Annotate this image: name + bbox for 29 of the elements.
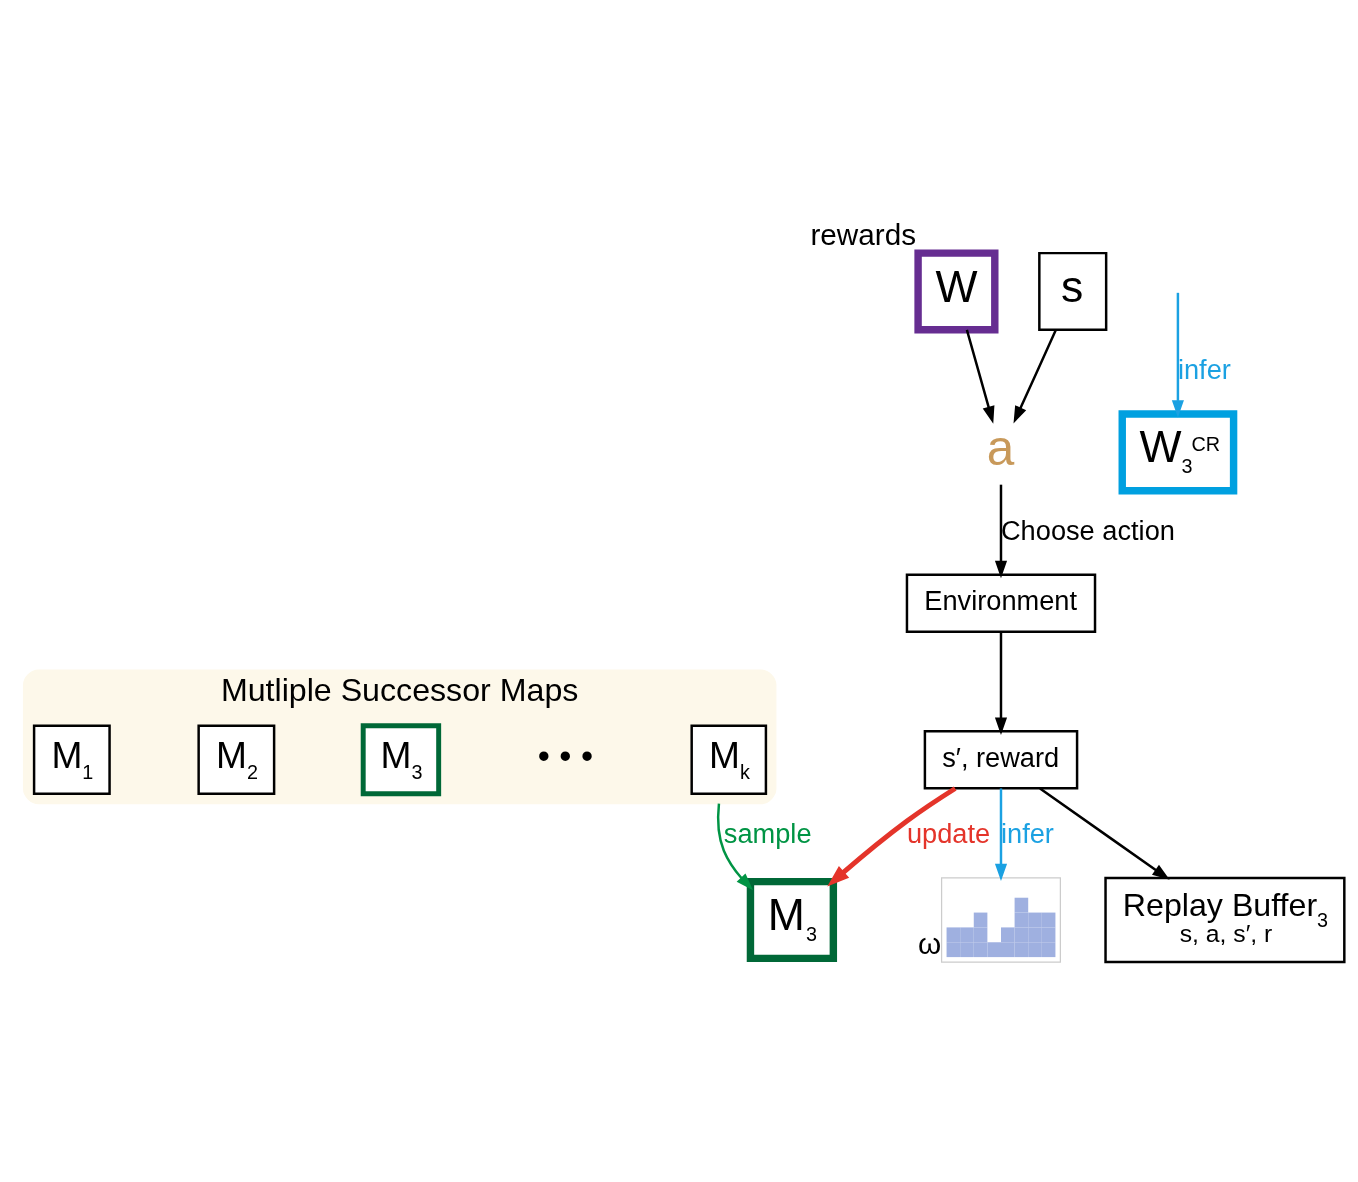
- node-box: M$_{3}$: [360, 722, 442, 796]
- edge-label: sample: [723, 817, 812, 849]
- arrow: [1013, 328, 1058, 423]
- node-box: M$_{1}$: [32, 724, 111, 795]
- node-label: rewards: [810, 217, 917, 251]
- arrow: [827, 785, 957, 886]
- edge-label: Choose action: [1000, 514, 1175, 546]
- node-box: Replay Buffer$_{3}$ s, a, s′, r: [1104, 876, 1346, 963]
- node-box: M$_{3}$: [746, 877, 838, 962]
- edge-label: update: [906, 817, 991, 849]
- arrow: [1171, 292, 1184, 417]
- node-box: s′, reward: [923, 729, 1079, 789]
- node-box: M$_{k}$: [690, 724, 768, 795]
- arrow: [965, 329, 995, 424]
- node-label: ω: [918, 926, 942, 960]
- edge-label: infer: [1177, 353, 1231, 385]
- node-box: W: [914, 248, 999, 334]
- arrow: [994, 788, 1008, 881]
- arrow: [1039, 786, 1170, 880]
- node-picture: [941, 876, 1061, 963]
- arrow: [994, 484, 1008, 578]
- node-box: Environment: [905, 573, 1097, 633]
- node-text: a: [986, 419, 1015, 475]
- node-box: s: [1038, 251, 1108, 331]
- arrow: [716, 803, 753, 890]
- arrow: [994, 631, 1008, 735]
- edge-label: infer: [1000, 817, 1054, 849]
- node-box: M$_{2}$: [197, 724, 276, 795]
- label: • • •: [537, 736, 594, 775]
